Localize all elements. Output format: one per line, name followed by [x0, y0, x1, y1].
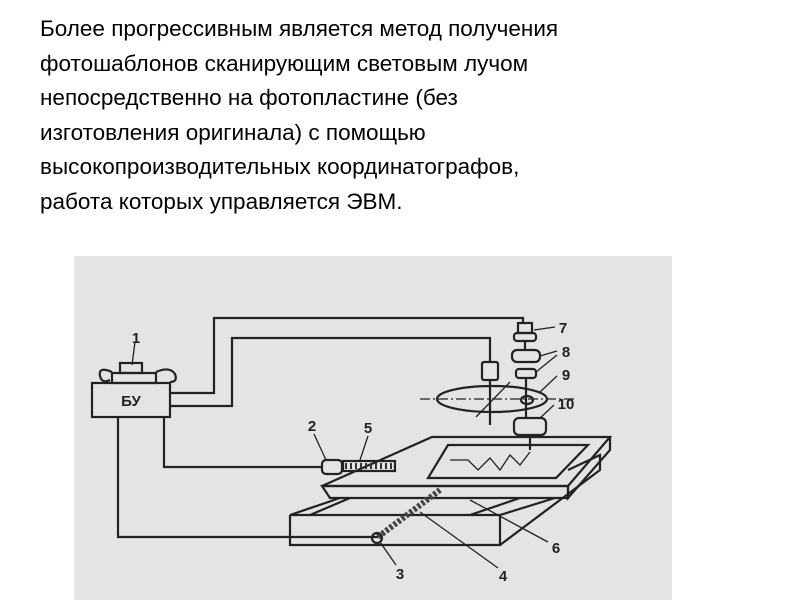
text-line: непосредственно на фотопластине (без [40, 85, 458, 111]
text-line: фотошаблонов сканирующим световым лучом [40, 50, 529, 76]
control-unit-label: БУ [121, 393, 141, 410]
label-3: 3 [396, 566, 404, 583]
label-10: 10 [558, 396, 575, 413]
label-5: 5 [364, 420, 372, 437]
coordinate-table [288, 435, 613, 547]
text-line: изготовления оригинала) с помощью [40, 119, 426, 145]
optical-head [420, 321, 576, 450]
label-4: 4 [499, 568, 508, 585]
label-9: 9 [562, 367, 570, 384]
text-line: высокопроизводительных координатографов, [40, 154, 520, 180]
label-6: 6 [552, 540, 560, 557]
diagram-background [74, 256, 672, 600]
device-1 [98, 341, 177, 385]
slide-text: Более прогрессивным является метод получ… [40, 12, 780, 220]
part-labels: 1 2 3 4 5 6 7 8 9 10 [132, 320, 575, 585]
text-line: работа которых управляется ЭВМ. [40, 188, 403, 214]
label-8: 8 [562, 344, 570, 361]
text-line: Более прогрессивным является метод получ… [40, 16, 559, 41]
wires [116, 316, 525, 539]
label-7: 7 [559, 320, 567, 337]
label-2: 2 [308, 418, 316, 435]
label-1: 1 [132, 330, 140, 347]
